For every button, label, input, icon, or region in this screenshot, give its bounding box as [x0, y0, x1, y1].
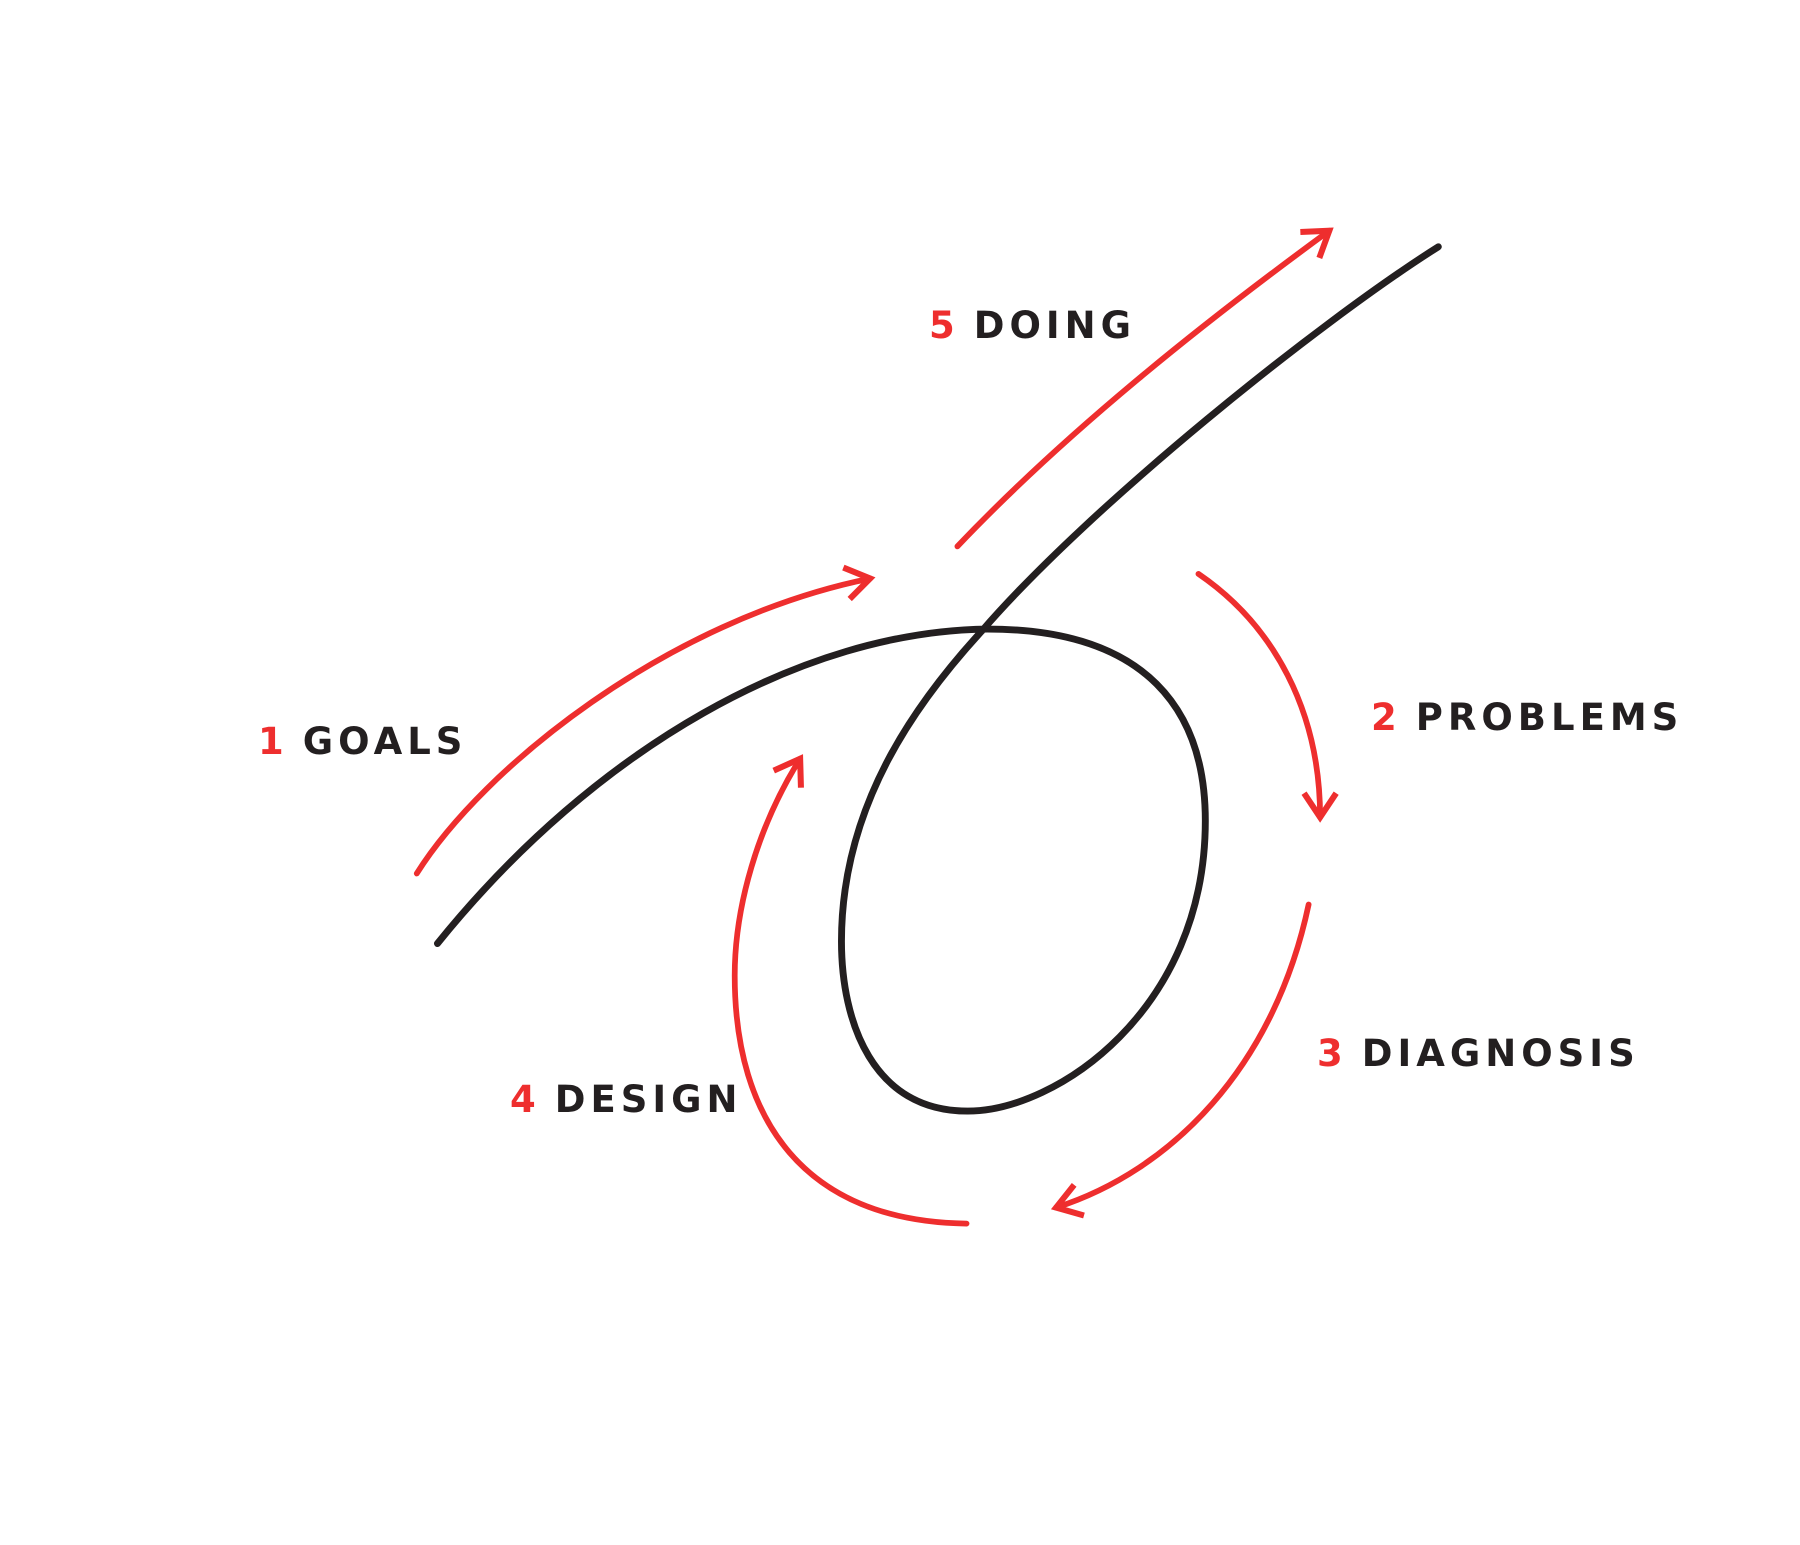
step-label: PROBLEMS	[1415, 696, 1684, 739]
step-label: DESIGN	[554, 1078, 743, 1121]
step-goals: 1 GOALS	[258, 720, 467, 763]
arrow-goals	[413, 564, 876, 877]
step-number: 5	[929, 304, 960, 347]
step-label: DIAGNOSIS	[1361, 1032, 1640, 1075]
step-doing: 5 DOING	[929, 304, 1136, 347]
step-number: 4	[510, 1078, 541, 1121]
arrow-design	[731, 754, 970, 1227]
arrow-doing	[954, 227, 1334, 550]
arrow-diagnosis	[1050, 901, 1312, 1219]
step-number: 3	[1317, 1032, 1348, 1075]
step-problems: 2 PROBLEMS	[1371, 696, 1683, 739]
step-design: 4 DESIGN	[510, 1078, 743, 1121]
step-diagnosis: 3 DIAGNOSIS	[1317, 1032, 1640, 1075]
step-number: 2	[1371, 696, 1402, 739]
step-label: GOALS	[302, 720, 468, 763]
step-label: DOING	[973, 304, 1137, 347]
main-loop-path	[433, 243, 1442, 1115]
arrow-problems	[1195, 571, 1339, 823]
step-number: 1	[258, 720, 289, 763]
